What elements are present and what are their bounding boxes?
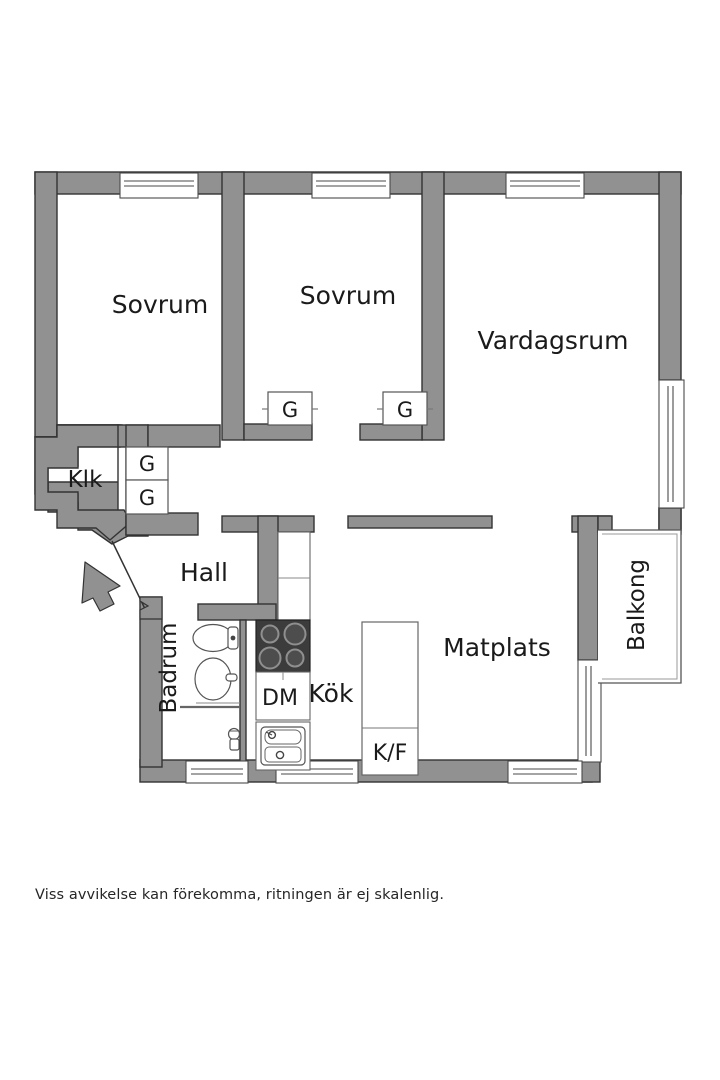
room-label-hall: Hall: [180, 558, 228, 587]
fixture-label-wardrobe-klk-bot: G: [139, 486, 155, 510]
entrance-group: [81, 540, 163, 620]
wall-sovrum2-bottom-left: [243, 423, 313, 441]
wardrobe-group: [125, 391, 433, 515]
sink-icon: [255, 721, 311, 771]
fridge-freezer-cabinet: [361, 621, 419, 776]
stove-icon: [255, 619, 311, 673]
kitchen-counter-upper: [277, 531, 311, 621]
room-label-klk: Klk: [68, 467, 103, 493]
window-matplats-bottom: [507, 760, 583, 784]
entrance-door-leaf: [111, 540, 149, 616]
kitchen-group: [255, 531, 419, 776]
window-matplats-right: [577, 659, 602, 763]
wall-entry-lower-jog: [139, 596, 163, 620]
room-label-group: Sovrum Sovrum Vardagsrum Klk Hall Badrum…: [68, 281, 650, 713]
floor-drain-icon: [227, 727, 241, 751]
room-label-vardagsrum: Vardagsrum: [478, 326, 629, 355]
room-label-balkong: Balkong: [624, 559, 650, 651]
fixture-label-fridge-freezer: K/F: [373, 741, 408, 766]
wall-badrum-right: [239, 619, 247, 763]
wall-sovrum1-bottom-right: [147, 424, 221, 448]
wall-between-sovrum2-vardagsrum: [421, 171, 445, 441]
fixture-label-wardrobe-sovrum3: G: [397, 398, 413, 422]
fixture-label-dishwasher: DM: [262, 686, 298, 711]
window-badrum-bottom: [185, 760, 249, 784]
wall-klk-bottom: [125, 512, 199, 536]
entrance-arrow-icon: [81, 561, 121, 612]
washbasin-icon: [194, 657, 238, 701]
window-sovrum2-top: [311, 172, 391, 199]
disclaimer-caption: Viss avvikelse kan förekomma, ritningen …: [35, 887, 445, 903]
wall-matplats-balkong: [577, 515, 599, 661]
wall-vardagsrum-bottom: [347, 515, 493, 529]
room-label-sovrum-2: Sovrum: [300, 281, 396, 310]
wall-group: [34, 171, 682, 783]
fixture-label-wardrobe-klk-top: G: [139, 452, 155, 476]
toilet-icon: [192, 623, 239, 653]
window-vardagsrum-right: [658, 379, 685, 509]
room-label-matplats: Matplats: [443, 633, 551, 662]
window-sovrum1-top: [119, 172, 199, 199]
window-vardagsrum-top: [505, 172, 585, 199]
wardrobe-box-klk-bot: [125, 479, 169, 515]
wardrobe-box-sovrum2: [267, 391, 313, 426]
wall-between-sovrum1-sovrum2: [221, 171, 245, 441]
wall-exterior-left-upper: [34, 171, 58, 438]
room-label-sovrum-1: Sovrum: [112, 290, 208, 319]
wall-badrum-top: [197, 603, 277, 621]
bathroom-group: [180, 623, 241, 751]
wall-sovrum2-bottom-right: [359, 423, 423, 441]
room-label-badrum: Badrum: [156, 623, 182, 714]
fixture-label-wardrobe-sovrum2: G: [282, 398, 298, 422]
balcony-outline: [598, 529, 682, 684]
room-label-kok: Kök: [309, 679, 354, 708]
wall-exterior-right-upper: [658, 171, 682, 381]
fixture-label-group: G G G G DM K/F: [139, 398, 413, 766]
